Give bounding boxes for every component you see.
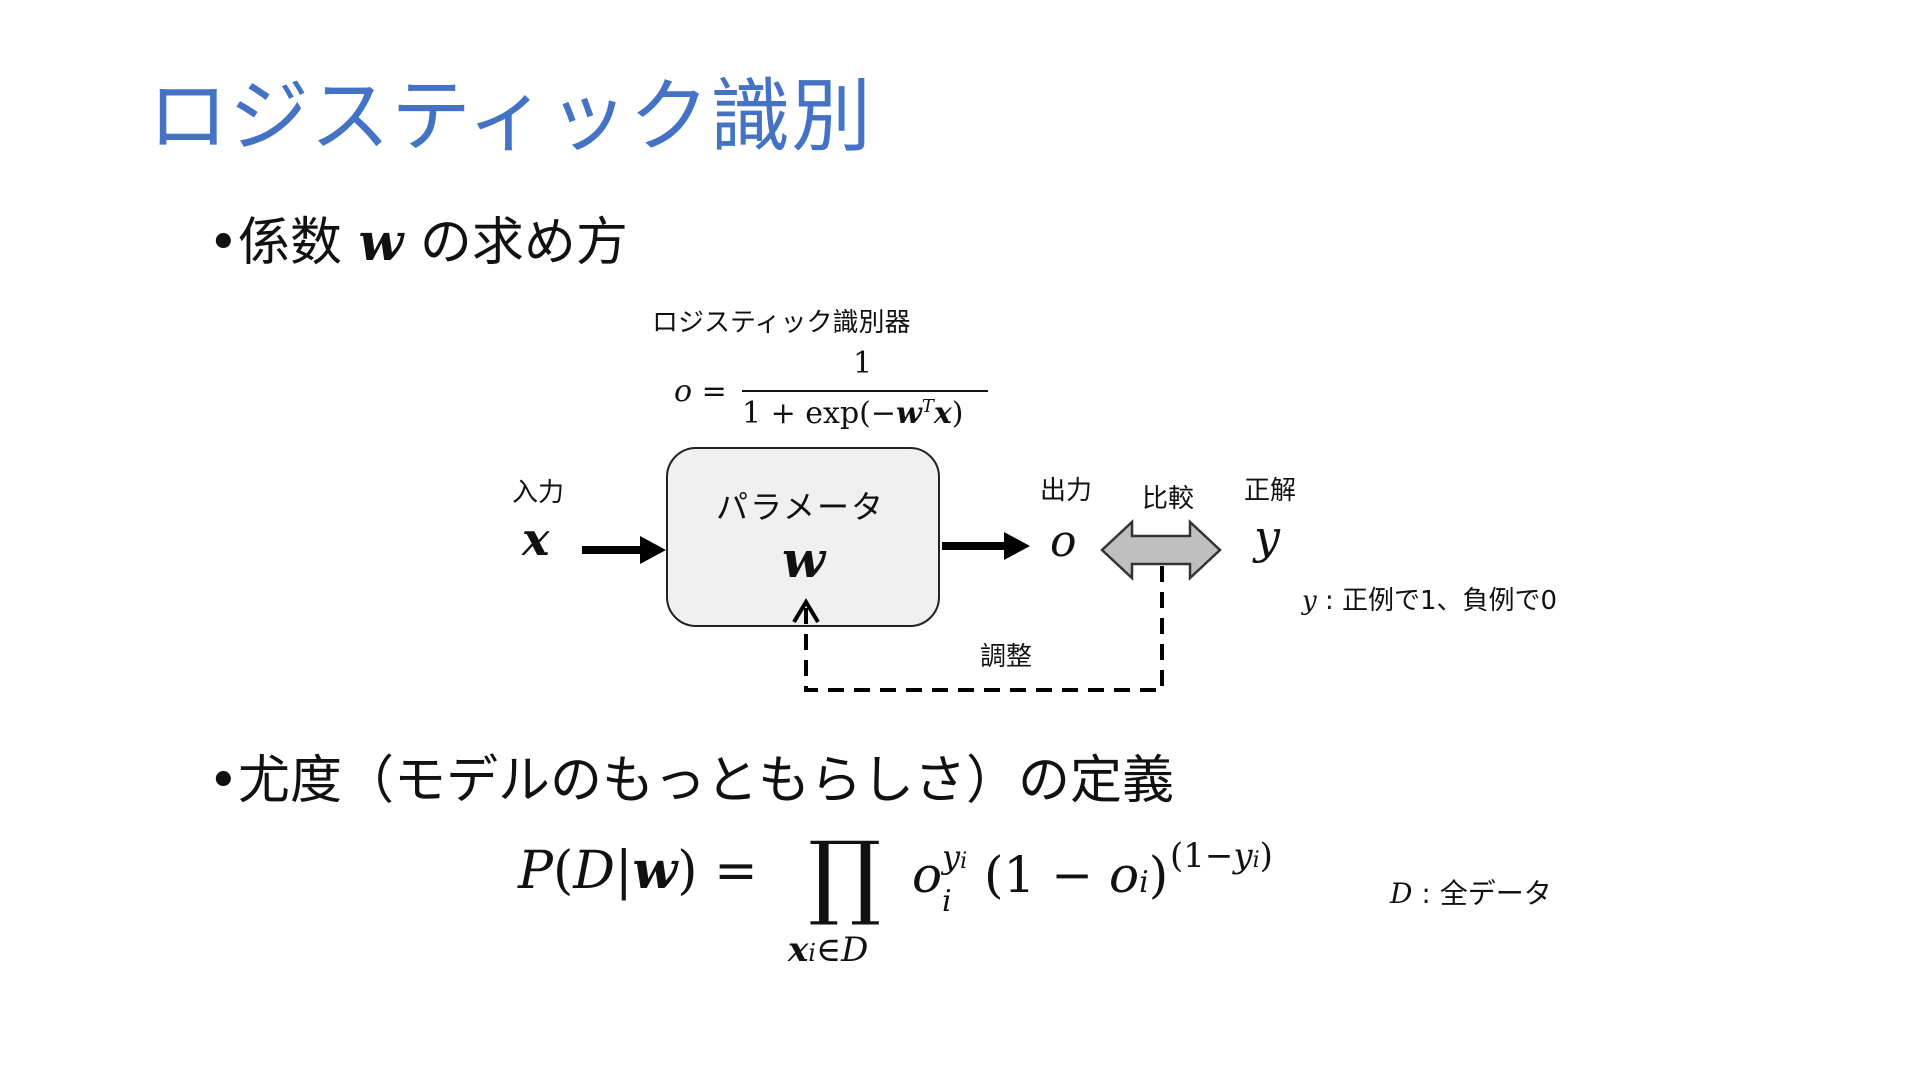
term-o2-sub: i — [1139, 865, 1149, 900]
lhs-w: w — [632, 840, 678, 901]
data-note: D : 全データ — [1390, 872, 1552, 912]
sigmoid-denominator: 1 + exp(−wTx) — [742, 396, 963, 431]
term-o-sup-i: i — [960, 849, 968, 874]
lhs-open: ( — [553, 841, 574, 901]
fraction-bar — [742, 390, 988, 392]
data-note-var: D — [1390, 877, 1413, 910]
bullet-dot-2: • — [208, 751, 239, 811]
input-var-x: x — [522, 512, 550, 566]
lhs-D: D — [573, 841, 615, 901]
bullet-text-after: の求め方 — [419, 213, 628, 273]
lhs-bar: | — [615, 841, 633, 901]
exp-open: (1− — [1170, 836, 1234, 876]
truth-note-var: y — [1302, 586, 1317, 616]
bullet-text-before: 係数 — [238, 213, 343, 273]
exp-y: y — [1233, 836, 1253, 876]
lhs-P: P — [518, 841, 553, 901]
den-suffix: ) — [951, 396, 964, 431]
sigmoid-fraction: 1 1 + exp(−wTx) — [742, 346, 988, 436]
data-note-text: : 全データ — [1412, 877, 1552, 910]
term-o-sup: y — [942, 838, 961, 876]
bullet-likelihood: •尤度（モデルのもっともらしさ）の定義 — [208, 738, 1174, 813]
likelihood-term-paren: (1 − oi) — [984, 846, 1168, 904]
compare-double-arrow — [1100, 519, 1222, 581]
paren-close: ) — [1148, 846, 1169, 904]
product-symbol: ∏ — [808, 822, 882, 929]
truth-note: y : 正例で1、負例で0 — [1302, 580, 1557, 617]
output-arrow — [942, 532, 1030, 560]
prod-sub-x: x — [788, 930, 809, 970]
truth-note-text: : 正例で1、負例で0 — [1316, 586, 1558, 616]
bullet-likelihood-text: 尤度（モデルのもっともらしさ）の定義 — [238, 751, 1175, 811]
term-o: o — [912, 846, 943, 904]
input-arrow — [582, 536, 666, 564]
sigmoid-numerator: 1 — [853, 346, 873, 381]
likelihood-term-o: o — [912, 846, 942, 904]
term-o-subscript: i — [942, 884, 952, 919]
slide-title: ロジスティック識別 — [148, 70, 873, 163]
product-subscript: xi∈D — [788, 930, 868, 970]
parameter-box — [666, 447, 940, 627]
parameter-var-w: w — [782, 530, 826, 589]
likelihood-exponent: (1−yi) — [1170, 836, 1273, 876]
output-label: 出力 — [1040, 476, 1093, 506]
den-T: T — [921, 396, 934, 417]
truth-var-y: y — [1254, 510, 1280, 564]
lhs-close: ) = — [677, 841, 758, 901]
den-x: x — [933, 396, 952, 431]
bullet-var-w: w — [358, 212, 404, 273]
compare-label: 比較 — [1142, 484, 1195, 514]
prod-sub-i: i — [808, 939, 816, 967]
prod-sub-rest: ∈D — [815, 930, 869, 970]
bullet-dot: • — [208, 213, 239, 273]
term-o2: o — [1109, 846, 1140, 904]
sigmoid-lhs: o = — [674, 374, 727, 409]
den-prefix: 1 + exp(− — [742, 396, 897, 431]
exp-close: ) — [1259, 836, 1273, 876]
sigmoid-lhs-text: o = — [674, 374, 727, 409]
classifier-label: ロジスティック識別器 — [652, 308, 911, 338]
exp-i: i — [1252, 848, 1260, 873]
bullet-coefficient: •係数 w の求め方 — [208, 200, 628, 275]
output-var-o: o — [1050, 516, 1077, 567]
likelihood-lhs: P(D|w) = — [518, 840, 758, 901]
term-o-superscript: yi — [942, 838, 967, 876]
adjust-label: 調整 — [980, 642, 1033, 672]
den-w: w — [896, 396, 922, 431]
truth-label: 正解 — [1244, 476, 1297, 506]
parameter-label: パラメータ — [716, 488, 886, 526]
paren-open: (1 − — [984, 846, 1109, 904]
input-label: 入力 — [512, 478, 565, 508]
feedback-dashed-arrow — [792, 566, 1164, 692]
